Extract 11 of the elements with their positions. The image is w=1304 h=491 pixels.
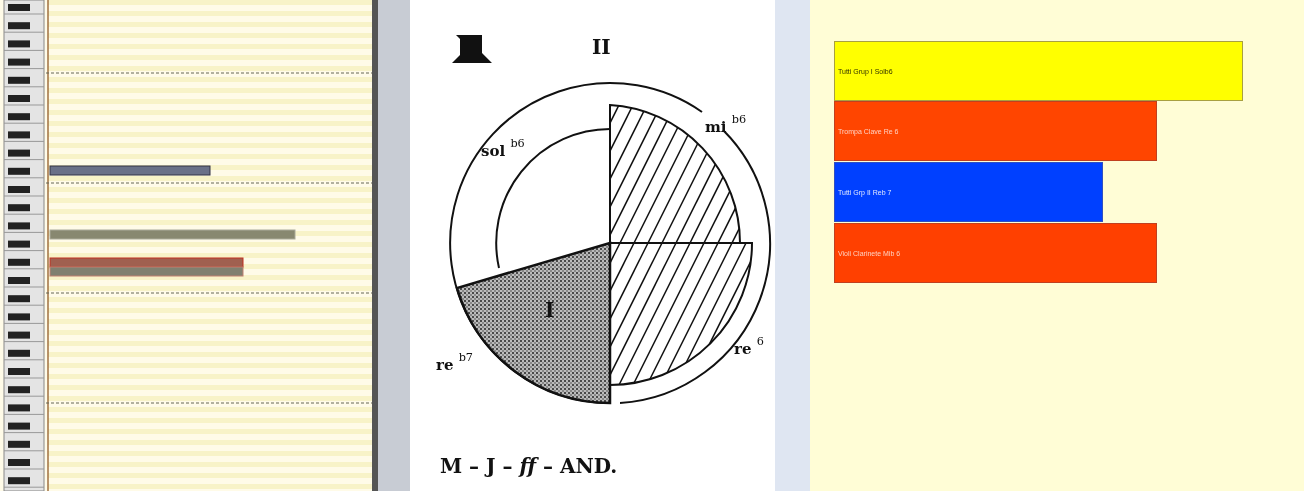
diagram-label: I [545, 300, 555, 320]
diagram-label: sol $^{b6}$ [481, 138, 525, 159]
diagram-label: mi $^{b6}$ [705, 114, 747, 135]
instrument-bar [834, 101, 1157, 161]
instrument-bar [834, 162, 1103, 222]
instrument-bar [834, 41, 1243, 101]
diagram-label: re $^{b7}$ [436, 352, 474, 373]
diagram-label: re $^{6}$ [734, 336, 764, 357]
instrument-bar [834, 223, 1157, 283]
diagram-label: M – J – ff – AND. [440, 456, 618, 476]
diagram-label: II [592, 37, 611, 57]
